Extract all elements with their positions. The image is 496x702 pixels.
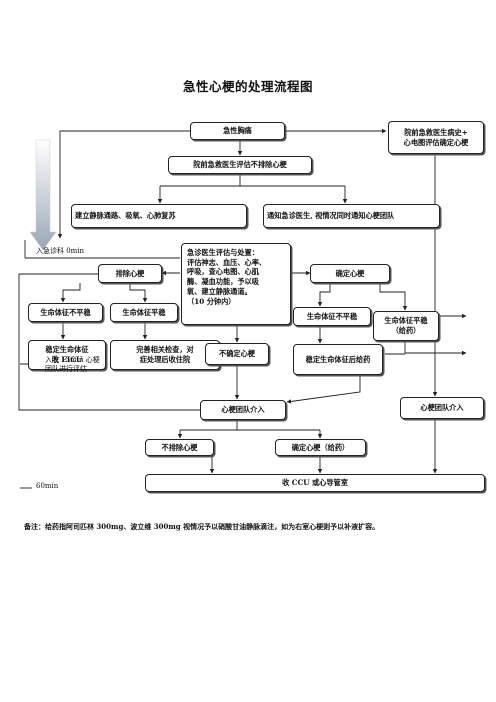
mi-team-right-node: 心梗团队介入 <box>400 397 484 419</box>
vitals-unstable-right-node: 生命体征不平稳 <box>293 307 371 326</box>
chest-pain-node: 急性胸痛 <box>190 122 285 140</box>
complete-exam-node: 完善相关检查，对 症处理后收住院 <box>110 340 220 370</box>
notify-node: 通知急诊医生, 视情况同时通知心梗团队 <box>263 204 440 228</box>
vitals-stable-left-node: 生命体征平稳 <box>110 303 178 322</box>
not-exclude-mi-node: 不排除心梗 <box>145 439 214 456</box>
confirm-mi-node: 确定心梗 <box>310 264 390 283</box>
stabilize-then-meds-node: 稳定生命体征后给药 <box>293 344 383 375</box>
ccu-node: 收 CCU 或心导管室 <box>145 474 485 492</box>
confirm-mi-meds-node: 确定心梗（给药） <box>275 439 366 456</box>
prehospital-arrow-shape <box>29 139 57 251</box>
time-label-15min: 入院 15min 心梗 团队进行评估 <box>45 356 100 374</box>
time-label-60min: 60min <box>36 482 59 490</box>
uncertain-mi-node: 不确定心梗 <box>205 343 269 365</box>
time-label-0min: 入急诊科 0min <box>36 247 85 255</box>
prehospital-eval-node: 院前急救医生评估不排除心梗 <box>168 156 312 174</box>
exclude-mi-node: 排除心梗 <box>98 264 162 283</box>
venous-access-node: 建立静脉通路、吸氧、心肺复苏 <box>71 204 247 228</box>
ed-eval-node: 急诊医生评估与处置： 评估神志、血压、心率、 呼吸，查心电图、心肌 酶、凝血功能… <box>181 243 291 325</box>
prehospital-ecg-node: 院前急救医生病史+ 心电图评估确定心梗 <box>388 121 484 154</box>
vitals-unstable-left-node: 生命体征不平稳 <box>28 303 103 322</box>
vitals-stable-right-node: 生命体征平稳 （给药） <box>373 311 439 341</box>
mi-team-node: 心梗团队介入 <box>200 400 286 420</box>
footnote: 备注：给药指阿司匹林 300mg、波立维 300mg 视情况予以硝酸甘油静脉滴注… <box>24 522 380 531</box>
page-title: 急性心梗的处理流程图 <box>182 79 313 94</box>
stabilize-eicu-node: 稳定生命体征 收 EICU <box>28 340 106 370</box>
